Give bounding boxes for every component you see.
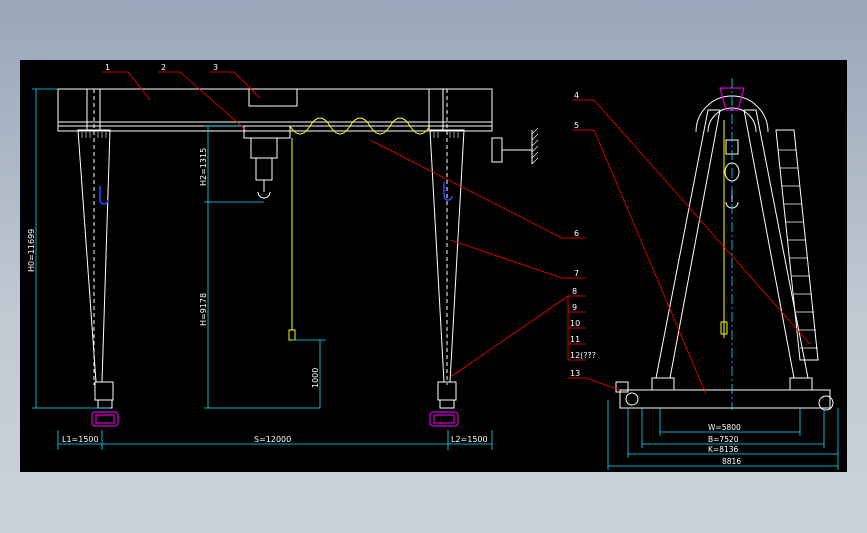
dim-h2: H2=1315 — [199, 148, 208, 186]
dim-w: W=5800 — [708, 423, 741, 432]
side-left-wheel — [625, 392, 639, 406]
front-dimensions — [32, 88, 493, 450]
dim-h: H=9178 — [199, 293, 208, 326]
dim-total: 8816 — [722, 457, 741, 466]
callout-4: 4 — [574, 91, 579, 100]
side-dimensions — [607, 400, 839, 470]
right-leg-ladder-hook-icon — [443, 182, 453, 201]
side-right-wheel — [818, 395, 834, 411]
callout-9: 9 — [572, 303, 577, 312]
cad-drawing-canvas: H0=11699 H2=1315 H=9178 1000 L1=1500 S=1… — [20, 60, 847, 472]
callout-6: 6 — [574, 229, 579, 238]
dim-k: K=8136 — [708, 445, 739, 454]
dim-l1: L1=1500 — [62, 435, 99, 444]
callout-1: 1 — [105, 63, 110, 72]
callout-2: 2 — [161, 63, 166, 72]
side-view — [615, 95, 834, 411]
left-leg-base — [94, 381, 114, 401]
pendant-control — [288, 329, 296, 341]
right-wheel-bogie — [429, 411, 459, 427]
side-pendant-control — [720, 321, 728, 335]
callout-8: 8 — [572, 287, 577, 296]
girder-top-box — [248, 88, 298, 107]
side-hoist-motor — [719, 87, 745, 111]
main-girder — [57, 88, 493, 132]
side-leaders — [567, 99, 811, 395]
callout-3: 3 — [213, 63, 218, 72]
crane-drawing: H0=11699 H2=1315 H=9178 1000 L1=1500 S=1… — [27, 63, 839, 470]
hoist-motor — [250, 137, 278, 159]
hook-block — [257, 180, 271, 199]
dim-lift: 1000 — [311, 368, 320, 388]
callout-11: 11 — [570, 335, 580, 344]
side-ladder — [775, 129, 819, 361]
dim-span: S=12000 — [254, 435, 291, 444]
dim-h0: H0=11699 — [27, 229, 36, 272]
callout-12: 12(??? — [570, 351, 596, 360]
festoon-cable — [289, 117, 431, 135]
callout-7: 7 — [574, 269, 579, 278]
left-leg-ladder-hook-icon — [99, 186, 109, 205]
side-base-beam — [619, 389, 831, 409]
hoist-trolley — [243, 125, 291, 139]
dim-l2: L2=1500 — [451, 435, 488, 444]
callout-13: 13 — [570, 369, 580, 378]
power-feed-bracket — [491, 127, 539, 165]
side-left-leg — [655, 109, 721, 379]
dim-b: B=7520 — [708, 435, 739, 444]
callout-10: 10 — [570, 319, 580, 328]
side-right-leg — [743, 109, 809, 379]
left-wheel-bogie — [91, 411, 119, 427]
front-view — [57, 88, 539, 427]
front-leaders — [102, 71, 586, 377]
callout-5: 5 — [574, 121, 579, 130]
